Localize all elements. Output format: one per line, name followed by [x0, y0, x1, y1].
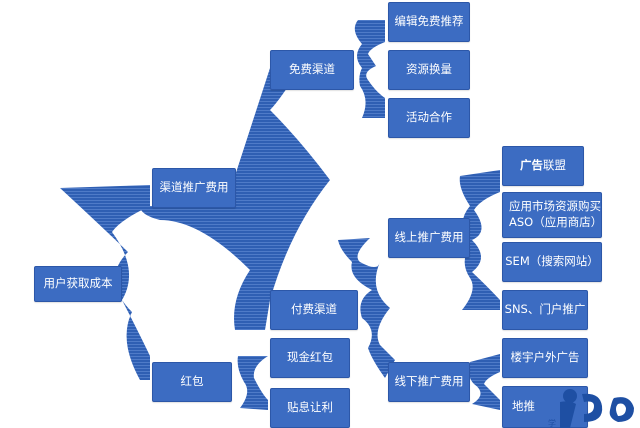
node-online-promo: 线上推广费用	[388, 218, 470, 258]
offline-brace-connector	[468, 354, 500, 410]
online-brace-connector	[459, 170, 500, 310]
node-resource-exchange: 资源换量	[388, 50, 470, 90]
ad-alliance-bold-text: 广告	[520, 158, 543, 173]
redpacket-brace-connector	[237, 356, 268, 410]
paid-brace-connector	[338, 238, 395, 378]
node-app-market: 应用市场资源购买 ASO（应用商店）	[502, 192, 602, 238]
node-outdoor-ads: 楼宇户外广告	[502, 338, 588, 378]
node-activity-cooperation: 活动合作	[388, 98, 470, 138]
node-offline-promo: 线下推广费用	[388, 362, 470, 402]
root-brace-connector	[60, 185, 150, 380]
node-sns-portal: SNS、门户推广	[502, 290, 588, 330]
node-channel-promo: 渠道推广费用	[152, 168, 236, 208]
svg-text:学: 学	[548, 418, 556, 428]
node-cash-red-packet: 现金红包	[270, 338, 350, 378]
node-root: 用户获取成本	[34, 266, 122, 302]
node-free-channel: 免费渠道	[270, 50, 354, 90]
node-ad-alliance: 广告联盟	[502, 146, 584, 186]
watermark-logo-icon: 学	[548, 389, 634, 428]
node-edit-free-recommend: 编辑免费推荐	[388, 2, 470, 42]
node-sem: SEM（搜索网站）	[502, 242, 602, 282]
free-brace-connector	[354, 20, 385, 118]
node-red-packet: 红包	[152, 362, 232, 402]
app-market-line1: 应用市场资源购买	[509, 199, 601, 214]
node-paid-channel: 付费渠道	[270, 290, 358, 330]
app-market-lines: 应用市场资源购买 ASO（应用商店）	[503, 199, 603, 230]
app-market-line2: ASO（应用商店）	[509, 215, 603, 229]
node-interest-subsidy: 贴息让利	[270, 388, 350, 428]
ad-alliance-rest-text: 联盟	[543, 158, 566, 173]
